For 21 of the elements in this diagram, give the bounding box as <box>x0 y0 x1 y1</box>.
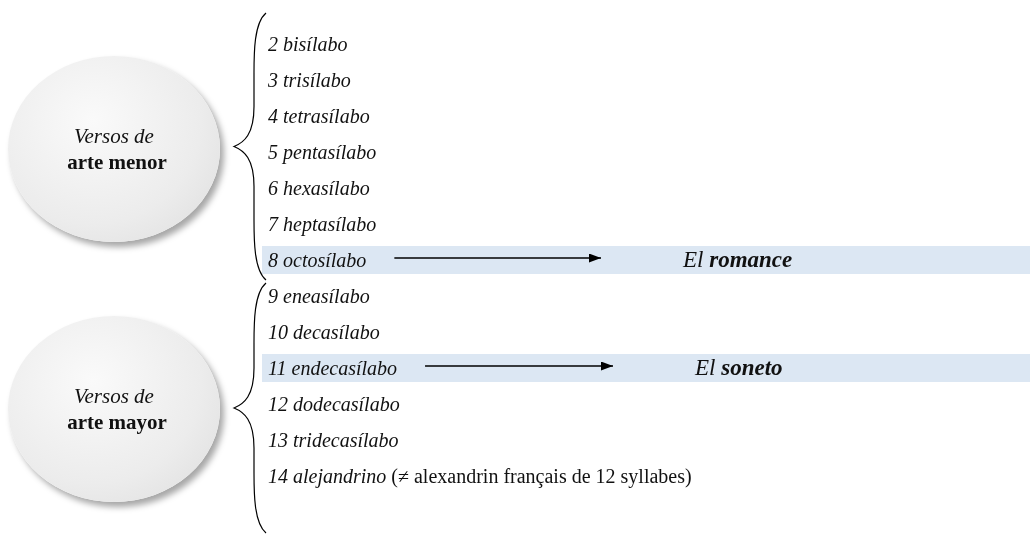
ellipse-title: arte menor <box>67 149 167 175</box>
verse-form-label: El romance <box>683 246 793 274</box>
verse-type-text: 3 trisílabo <box>268 67 351 93</box>
verse-type-text: 5 pentasílabo <box>268 139 377 165</box>
ellipse-heading: Versos de <box>74 383 154 409</box>
verse-type-text: 6 hexasílabo <box>268 175 370 201</box>
verse-type-text: 14 alejandrino (≠ alexandrin français de 12 syllabes) <box>268 463 692 489</box>
verse-type-text: 9 eneasílabo <box>268 283 370 309</box>
verse-type-text: 7 heptasílabo <box>268 211 377 237</box>
verse-type-text: 10 decasílabo <box>268 319 380 345</box>
verse-type-text: 13 tridecasílabo <box>268 427 399 453</box>
ellipse-heading: Versos de <box>74 123 154 149</box>
verse-type-text: 12 dodecasílabo <box>268 391 400 417</box>
verse-type-text: 8 octosílabo <box>268 247 367 273</box>
arrow <box>424 361 614 371</box>
ellipse-title: arte mayor <box>67 409 167 435</box>
verse-type-text: 2 bisílabo <box>268 31 348 57</box>
arrow <box>393 253 602 263</box>
verse-form-label: El soneto <box>695 354 783 382</box>
verse-type-text: 11 endecasílabo <box>268 355 398 381</box>
verse-type-text: 4 tetrasílabo <box>268 103 370 129</box>
